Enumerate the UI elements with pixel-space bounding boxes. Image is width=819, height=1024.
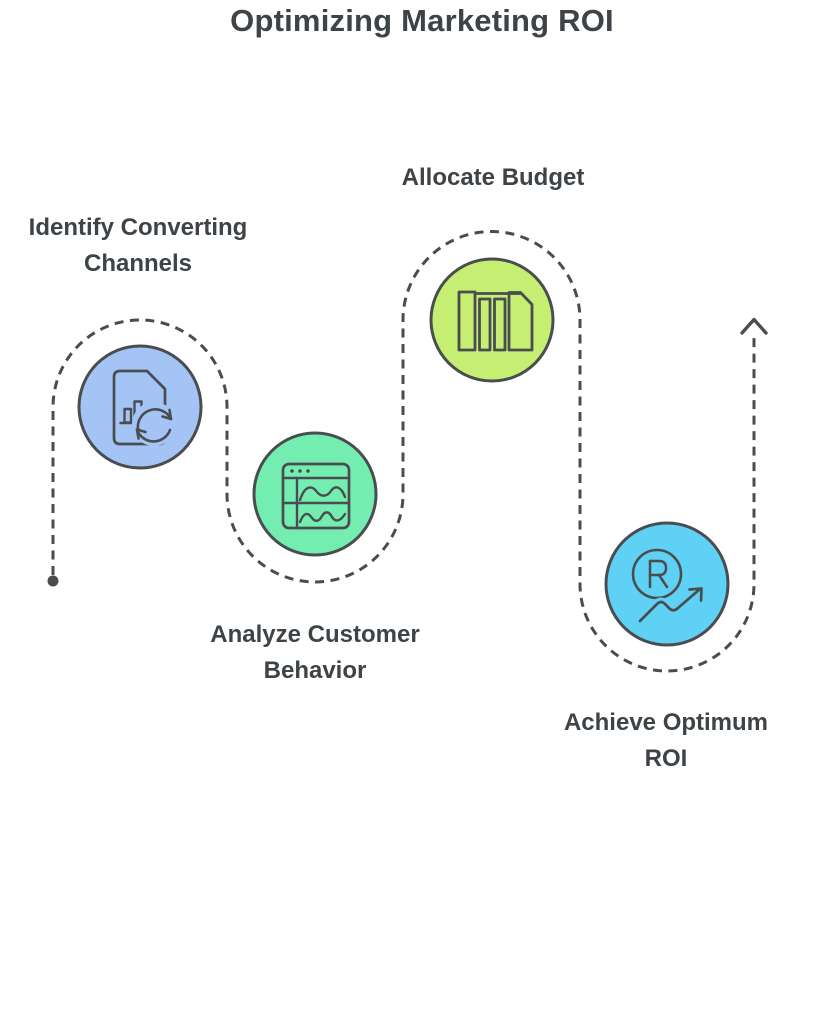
- flow-path: [51, 230, 756, 673]
- step-label-allocate-budget: Allocate Budget: [362, 160, 624, 196]
- step-circle-2: [252, 431, 378, 557]
- step-label-line: Identify Converting: [28, 214, 248, 241]
- step-label-line: Channels: [83, 250, 193, 277]
- document-chart-sync-icon: [112, 369, 176, 446]
- step-label-identify-converting-channels: Identify Converting Channels: [7, 210, 269, 282]
- step-label-achieve-optimum-roi: Achieve Optimum ROI: [535, 705, 797, 777]
- step-label-analyze-customer-behavior: Analyze Customer Behavior: [184, 617, 446, 689]
- step-label-line: Analyze Customer: [210, 621, 420, 648]
- step-label-line: Allocate Budget: [401, 164, 585, 191]
- budget-books-icon: [457, 290, 534, 352]
- flow-end-up-arrow-icon: [740, 317, 768, 335]
- browser-analytics-icon: [281, 462, 351, 530]
- flow-start-dot: [47, 575, 59, 587]
- roi-trend-arrow-icon: [631, 548, 703, 626]
- step-label-line: Behavior: [263, 657, 367, 684]
- step-circle-1: [77, 344, 203, 470]
- page-title: Optimizing Marketing ROI: [230, 3, 614, 38]
- step-node-4: [604, 521, 730, 647]
- step-node-3: [429, 257, 555, 383]
- step-node-1: [77, 344, 203, 470]
- step-circle-4: [604, 521, 730, 647]
- step-node-2: [252, 431, 378, 557]
- step-circle-3: [429, 257, 555, 383]
- step-label-line: ROI: [644, 745, 688, 772]
- step-label-line: Achieve Optimum: [563, 709, 769, 736]
